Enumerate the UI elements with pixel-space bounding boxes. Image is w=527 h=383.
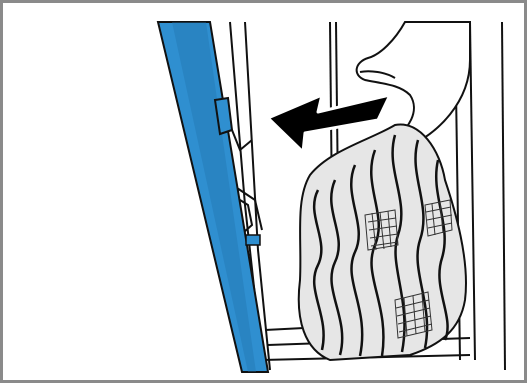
right-liner-edge-2 bbox=[470, 22, 475, 360]
right-wall-edge bbox=[502, 22, 505, 370]
fabric-bag-icon bbox=[299, 124, 466, 360]
door-hinge-clip bbox=[246, 235, 260, 245]
